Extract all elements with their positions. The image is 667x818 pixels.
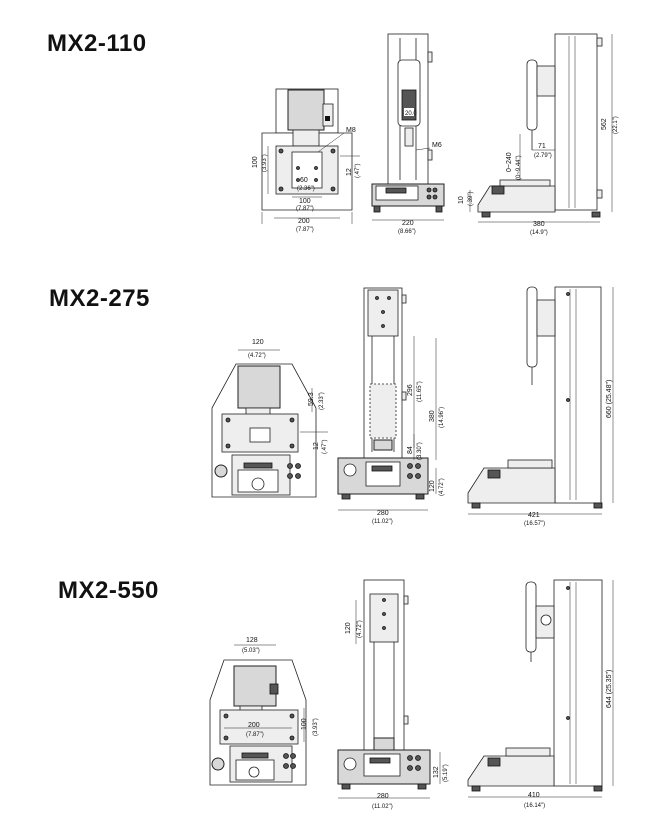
dim-base: 120	[429, 480, 436, 492]
mx2-110-top-view: 200 (7.87") 100 (7.87") 60 (2.36") 100 (…	[252, 88, 361, 233]
gauge-display: 20.0	[405, 111, 417, 117]
dim-top-in: (4.72")	[357, 620, 363, 638]
dim-s3: 84	[407, 446, 414, 454]
mx2-110-front-view: 20.0 M6 220 (8.66")	[371, 33, 445, 235]
dim-stroke: 0~240	[506, 152, 513, 172]
dim-arm: 71	[538, 143, 546, 150]
dim-inner-in: (7.87")	[246, 732, 264, 738]
dim-height: 100	[301, 718, 308, 730]
model-title-mx2-550: MX2-550	[58, 577, 159, 604]
dim-offset-in: (.47")	[322, 440, 328, 454]
dim-height-in: (3.93")	[262, 154, 268, 172]
dim-height: 562	[601, 118, 608, 130]
mx2-550-side-view: 410 (16.14") 644 (25.35")	[467, 579, 614, 809]
model-title-mx2-275: MX2-275	[49, 285, 150, 312]
dim-depth: 410	[528, 792, 540, 799]
dim-s3-in: (3.30")	[417, 442, 423, 460]
dim-base-in: (.39")	[468, 192, 474, 206]
dim-hole-in: (2.36")	[297, 186, 315, 192]
dim-arm-in: (2.79")	[534, 153, 552, 159]
dim-height: 660 (25.48")	[606, 380, 613, 418]
dim-width: 280	[377, 793, 389, 800]
dim-hole: 60	[300, 177, 308, 184]
dim-width: 280	[377, 510, 389, 517]
dim-base: 10	[458, 196, 465, 204]
mx2-550-top-view: 128 (5.03") 200 (7.87") 100 (3.93")	[209, 637, 319, 786]
mx2-275-front-view: 280 (11.02") 296 (11.65") 380 (14.96") 8…	[337, 287, 445, 525]
dim-width-in: (8.66")	[398, 229, 416, 235]
dim-s1-in: (11.65")	[417, 381, 423, 402]
dim-width-in: (4.72")	[248, 353, 266, 359]
mx2-275-top-view: 120 (4.72") 59.3 (2.33") 12 (.47")	[211, 339, 328, 498]
thread-label: M6	[432, 142, 442, 149]
dim-depth: 421	[528, 512, 540, 519]
dim-width: 220	[402, 220, 414, 227]
dim-width-in: (5.03")	[242, 648, 260, 654]
dim-width-in: (11.02")	[372, 804, 393, 810]
dim-s2-in: (14.96")	[439, 407, 445, 428]
dim-s2: 380	[429, 410, 436, 422]
dim-inner: 100	[299, 198, 311, 205]
thread-label: M8	[346, 127, 356, 134]
dim-base-in: (4.72")	[439, 478, 445, 496]
dim-height-in: (3.93")	[313, 718, 319, 736]
dim-height: 644 (25.35")	[606, 670, 613, 708]
dim-offset-in: (.47")	[355, 164, 361, 178]
dim-top: 120	[345, 622, 352, 634]
dim-depth: 380	[533, 221, 545, 228]
dim-s1: 296	[407, 384, 414, 396]
dim-offset: 12	[313, 442, 320, 450]
dim-depth-in: (14.9")	[530, 230, 548, 236]
mx2-550-front-view: 280 (11.02") 120 (4.72") 132 (5.19")	[337, 579, 449, 810]
dim-depth-in: (16.14")	[524, 803, 545, 809]
dim-offset: 12	[346, 168, 353, 176]
dim-width-in: (7.87")	[296, 227, 314, 233]
dim-height-in: (22.1")	[613, 116, 619, 134]
dim-base-in: (5.19")	[443, 764, 449, 782]
dim-stroke-in: (0~9.44")	[516, 155, 522, 180]
mx2-275-side-view: 421 (16.57") 660 (25.48")	[467, 286, 614, 527]
dim-height: 100	[252, 156, 259, 168]
dim-inner-in: (7.87")	[296, 206, 314, 212]
dim-base: 132	[433, 766, 440, 778]
dim-slot: 59.3	[308, 392, 315, 406]
dim-width: 120	[252, 339, 264, 346]
dim-inner: 200	[248, 722, 260, 729]
mx2-110-side-view: 380 (14.9") 562 (22.1") 0~240 (0~9.44") …	[458, 33, 619, 236]
dim-depth-in: (16.57")	[524, 521, 545, 527]
model-title-mx2-110: MX2-110	[47, 30, 147, 57]
dim-width-in: (11.02")	[372, 519, 393, 525]
dim-width: 200	[298, 218, 310, 225]
dim-slot-in: (2.33")	[319, 392, 325, 410]
dim-width: 128	[246, 637, 258, 644]
